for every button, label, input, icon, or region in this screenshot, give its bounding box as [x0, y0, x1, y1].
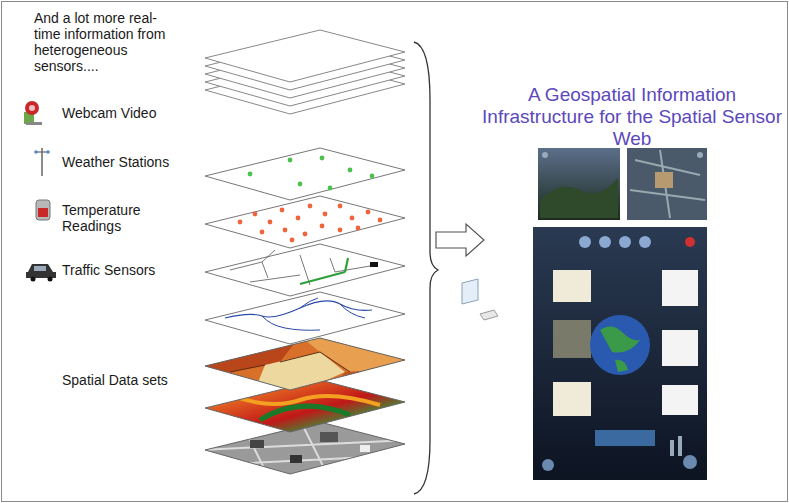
layer-label: Webcam Video	[62, 105, 192, 121]
diagram-title: A Geospatial Information Infrastructure …	[482, 84, 782, 150]
note-text: And a lot more real-time information fro…	[34, 10, 182, 74]
layer-label: Spatial Data sets	[62, 372, 192, 388]
layer-label: Weather Stations	[62, 154, 192, 170]
weather-station-icon	[34, 148, 50, 176]
temperature-icon	[36, 200, 50, 220]
webcam-icon	[24, 101, 42, 125]
car-icon	[26, 264, 56, 282]
layer-label: Traffic Sensors	[62, 262, 192, 278]
layer-label: Temperature Readings	[62, 202, 166, 234]
